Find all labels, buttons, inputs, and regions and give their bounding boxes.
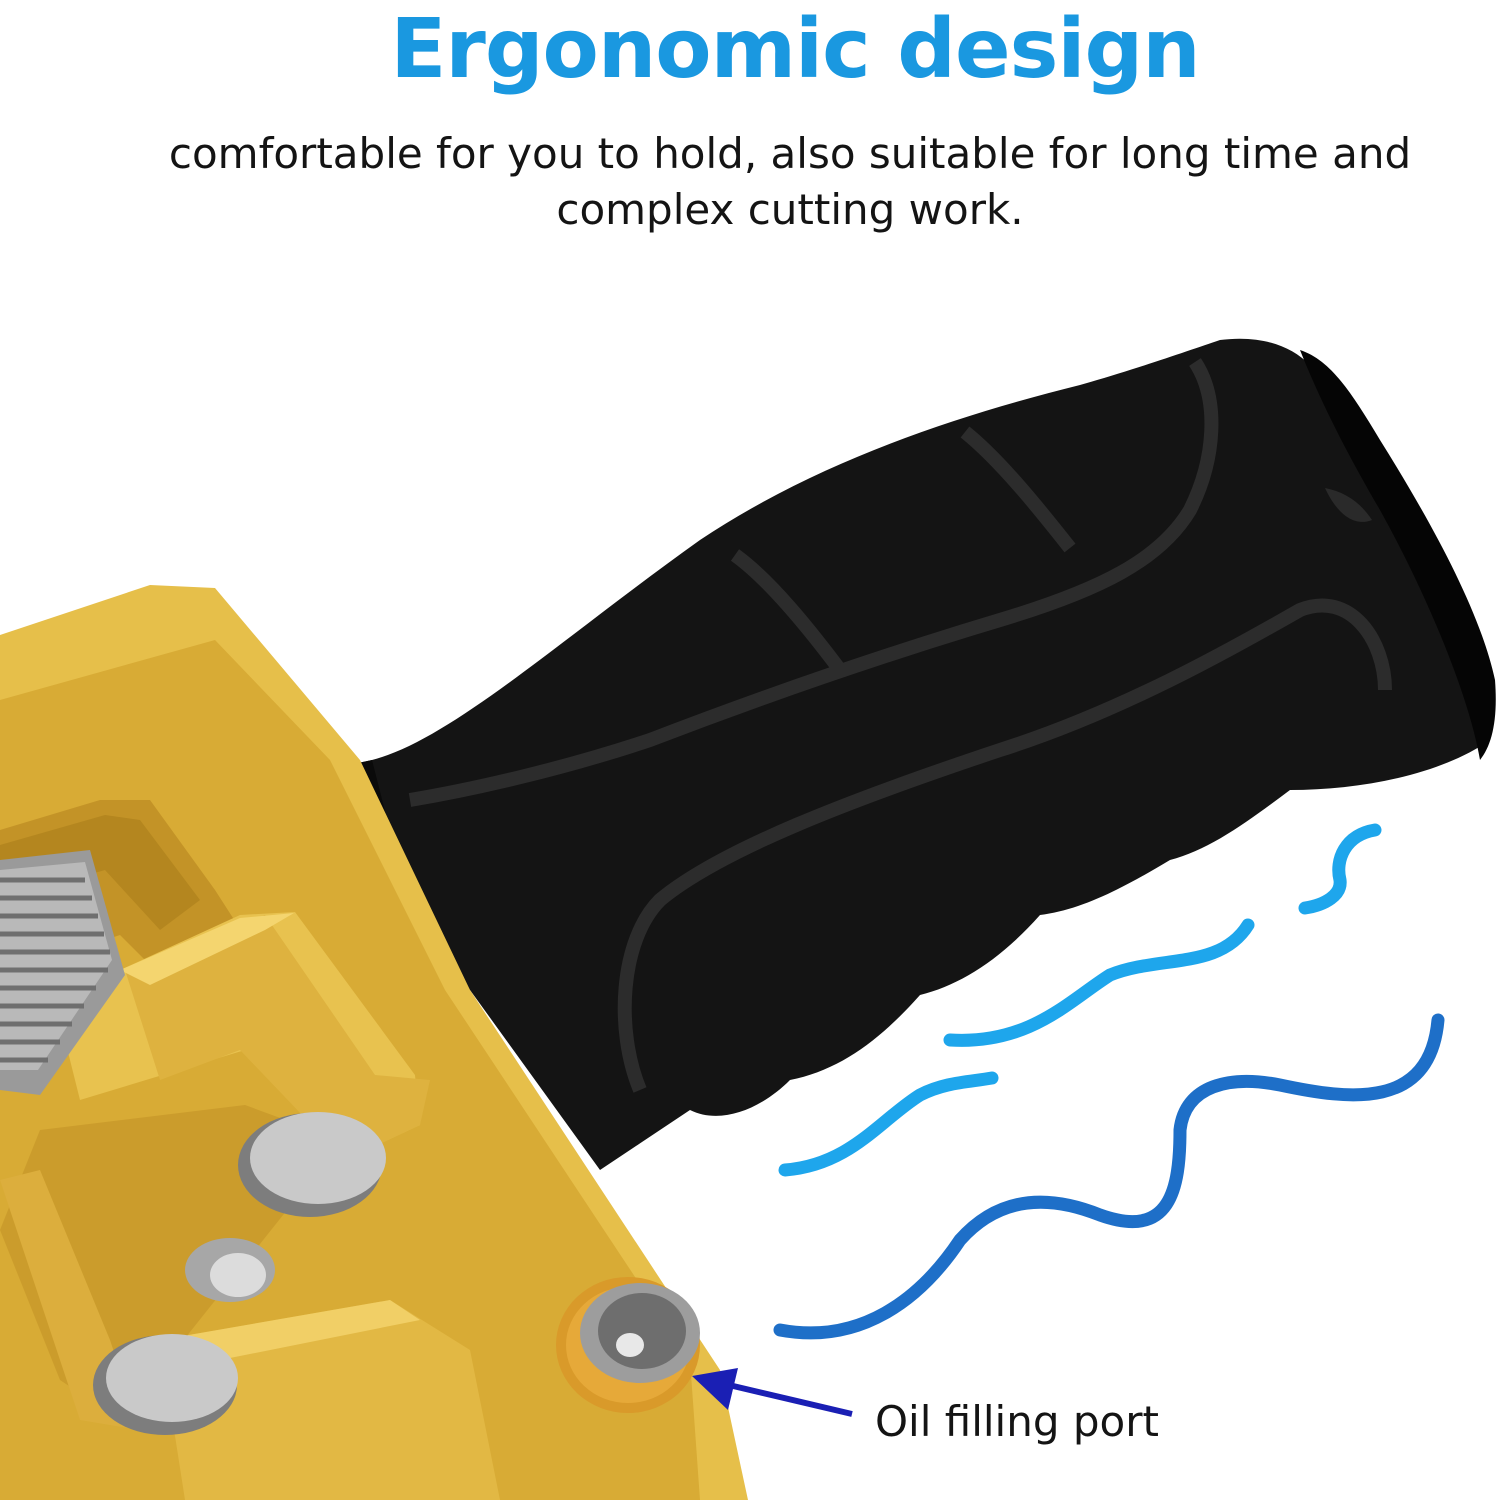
oil-port — [556, 1277, 700, 1413]
callout-arrow — [692, 1368, 853, 1417]
bolt-heads — [93, 1112, 386, 1435]
page-title: Ergonomic design — [390, 2, 1200, 97]
threaded-screw — [0, 850, 125, 1095]
subtitle: comfortable for you to hold, also suitab… — [168, 129, 1412, 234]
cutter-body — [0, 585, 748, 1500]
comfort-waves — [773, 823, 1445, 1340]
grip-handle — [335, 338, 1496, 1170]
oil-port-label: Oil filling port — [875, 1397, 1159, 1446]
